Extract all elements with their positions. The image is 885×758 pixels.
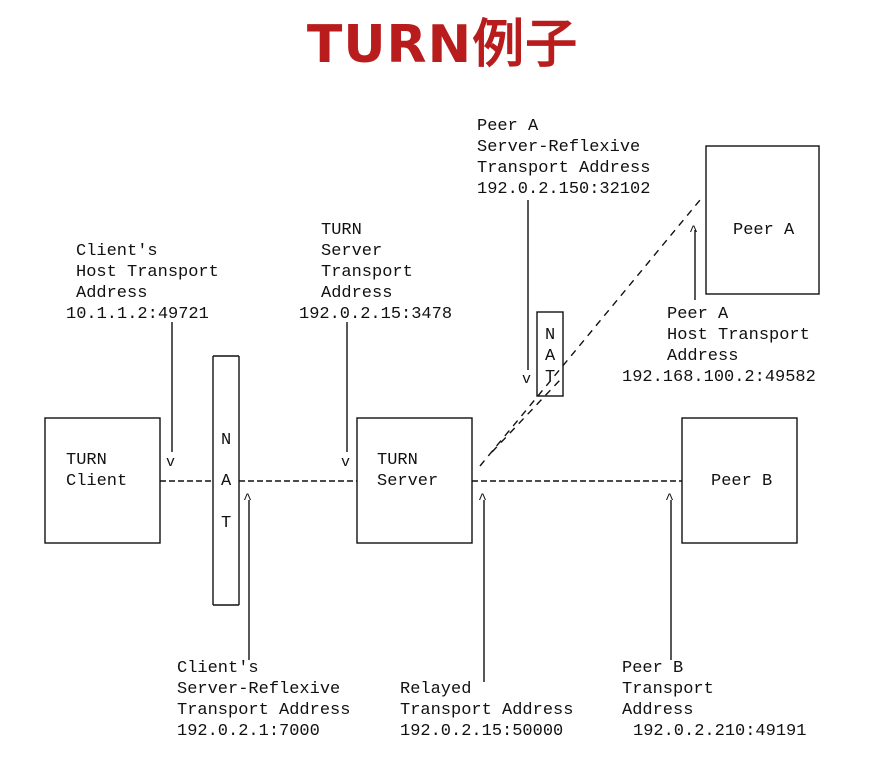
svg-text:^: ^: [478, 491, 487, 508]
svg-text:^: ^: [243, 491, 252, 508]
peer-a-srflx-label-2: Server-Reflexive: [477, 138, 641, 157]
client-srflx-label-3: Transport Address: [177, 701, 351, 720]
client-srflx-label-1: Client's: [177, 659, 259, 678]
server-address-label-2: Server: [321, 242, 383, 261]
peer-b-label: Peer B: [711, 472, 773, 491]
peer-a-host-address: 192.168.100.2:49582: [622, 368, 816, 387]
client-host-label-2: Host Transport: [76, 263, 219, 282]
svg-text:v: v: [341, 454, 350, 471]
peer-a-host-label-2: Host Transport: [667, 326, 810, 345]
peer-a-nat-letter-n: N: [545, 326, 556, 345]
svg-text:^: ^: [689, 223, 698, 240]
turn-server-label-2: Server: [377, 472, 439, 491]
relayed-address: 192.0.2.15:50000: [400, 722, 564, 741]
svg-text:v: v: [522, 371, 531, 388]
server-address: 192.0.2.15:3478: [299, 305, 453, 324]
peer-a-srflx-label-1: Peer A: [477, 117, 539, 136]
client-host-address: 10.1.1.2:49721: [66, 305, 209, 324]
turn-client-label-2: Client: [66, 472, 128, 491]
peer-a-label: Peer A: [733, 221, 795, 240]
page-title: TURN例子: [306, 15, 579, 75]
peer-a-srflx-address: 192.0.2.150:32102: [477, 180, 651, 199]
nat-letter-t: T: [221, 514, 232, 533]
svg-text:^: ^: [665, 491, 674, 508]
peer-a-nat-box: [536, 311, 564, 397]
server-address-label-1: TURN: [321, 221, 362, 240]
client-srflx-address: 192.0.2.1:7000: [177, 722, 320, 741]
peer-b-label-1: Peer B: [622, 659, 684, 678]
relayed-label-2: Transport Address: [400, 701, 574, 720]
client-srflx-label-2: Server-Reflexive: [177, 680, 341, 699]
turn-server-label-1: TURN: [377, 451, 418, 470]
turn-client-label-1: TURN: [66, 451, 107, 470]
peer-a-srflx-label-3: Transport Address: [477, 159, 651, 178]
nat-letter-a: A: [221, 472, 232, 491]
peer-a-box: [705, 145, 820, 295]
peer-a-nat-letter-t: T: [545, 368, 556, 387]
server-address-label-4: Address: [321, 284, 393, 303]
client-host-label-3: Address: [76, 284, 148, 303]
peer-b-label-3: Address: [622, 701, 694, 720]
peer-a-nat-letter-a: A: [545, 347, 556, 366]
relayed-label-1: Relayed: [400, 680, 472, 699]
server-address-label-3: Transport: [321, 263, 413, 282]
peer-a-host-label-1: Peer A: [667, 305, 729, 324]
peer-b-address: 192.0.2.210:49191: [633, 722, 807, 741]
peer-b-label-2: Transport: [622, 680, 714, 699]
client-host-label-1: Client's: [76, 242, 158, 261]
svg-text:v: v: [166, 454, 175, 471]
peer-a-host-label-3: Address: [667, 347, 739, 366]
nat-letter-n: N: [221, 431, 232, 450]
